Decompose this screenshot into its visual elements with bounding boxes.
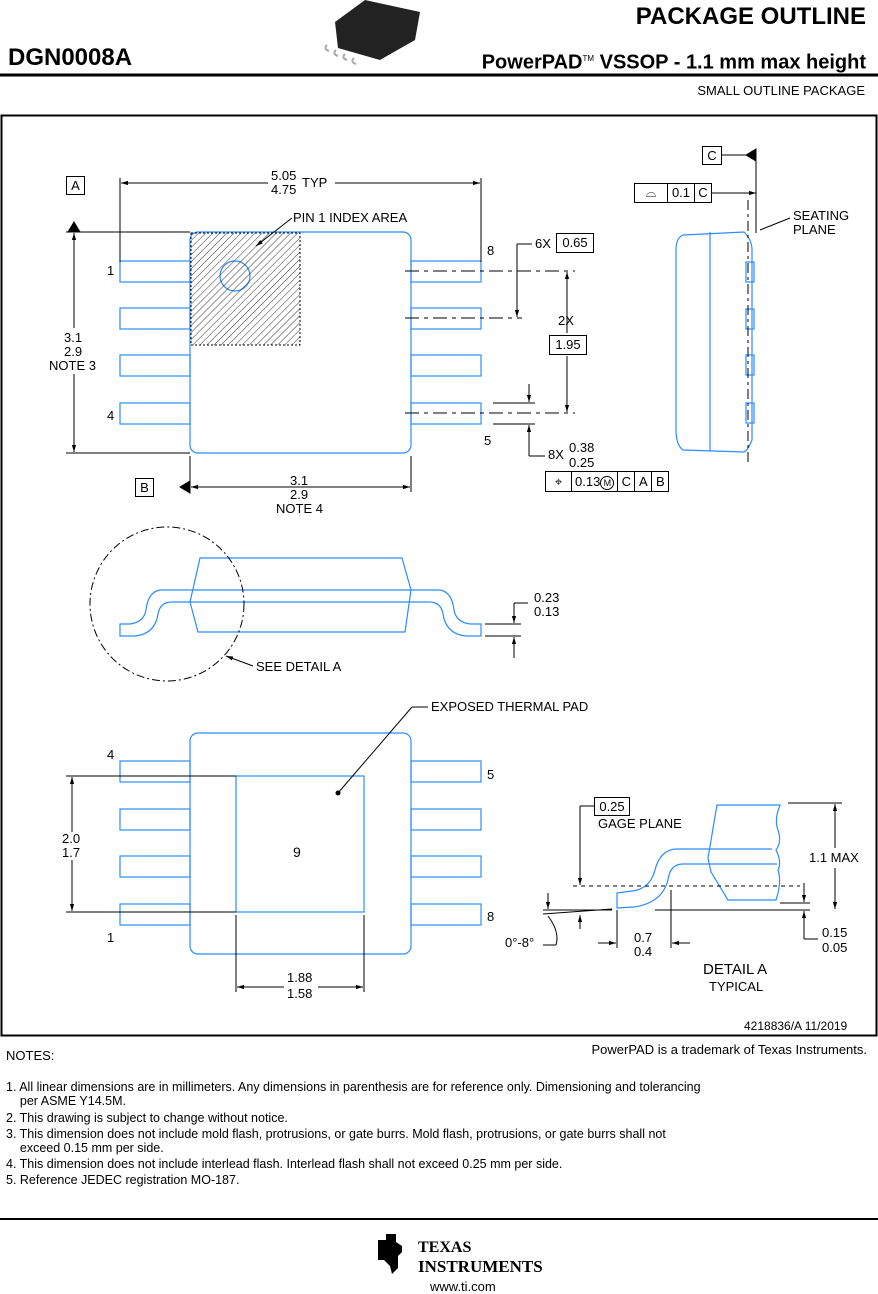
note-1b: per ASME Y14.5M. (6, 1094, 126, 1108)
flatness-frame: ⌓ 0.1 C (634, 183, 712, 203)
span-value: 1.95 (549, 335, 587, 355)
fcf-b: B (655, 474, 665, 489)
angle: 0°-8° (505, 935, 535, 950)
pad-number: 9 (293, 844, 301, 860)
drawing-number: 4218836/A 11/2019 (744, 1019, 848, 1033)
height-max: 1.1 MAX (809, 850, 859, 865)
side-view-outline (675, 231, 755, 453)
note-2: 2. This drawing is subject to change wit… (6, 1111, 288, 1125)
position-icon: ⌖ (546, 472, 572, 491)
logo-text-2: INSTRUMENTS (418, 1257, 543, 1276)
detail-a-outline (616, 804, 781, 909)
pin1-label: PIN 1 INDEX AREA (293, 210, 408, 225)
note-5: 5. Reference JEDEC registration MO-187. (6, 1173, 240, 1187)
detail-a-circle (89, 526, 245, 682)
ti-logo-icon (378, 1234, 402, 1274)
note-1: 1. All linear dimensions are in millimet… (6, 1080, 701, 1094)
datum-b: B (135, 478, 154, 497)
bottom-pin-4: 4 (107, 747, 115, 762)
datum-c: C (702, 146, 722, 165)
standoff-min: 0.05 (822, 940, 848, 955)
flatness-ref: C (698, 185, 708, 200)
standoff-max: 0.15 (822, 925, 848, 940)
foot-min: 0.4 (634, 944, 653, 959)
note-3: 3. This dimension does not include mold … (6, 1127, 666, 1141)
span-count: 2X (558, 313, 574, 328)
bottom-pin-5: 5 (487, 767, 495, 782)
package-3d-icon (324, 0, 420, 65)
logo-text-1: TEXAS (418, 1239, 472, 1256)
len-max: 3.1 (64, 330, 83, 345)
width-typ: TYP (302, 175, 328, 190)
foot-max: 0.7 (634, 930, 653, 945)
pad-h-min: 1.7 (62, 845, 81, 860)
fcf-a: A (635, 472, 653, 491)
body-note: NOTE 4 (276, 501, 323, 516)
tm: TM (582, 54, 595, 63)
thick-max: 0.23 (534, 590, 560, 605)
part-number: DGN0008A (8, 44, 133, 71)
package-subtitle: PowerPADTM VSSOP - 1.1 mm max height (482, 48, 866, 74)
gage-value: 0.25 (594, 797, 630, 816)
pad-label: EXPOSED THERMAL PAD (431, 699, 589, 714)
detail-subtitle: TYPICAL (709, 979, 764, 994)
trademark: PowerPAD is a trademark of Texas Instrum… (591, 1042, 867, 1057)
fcf-c: C (618, 472, 636, 491)
see-detail: SEE DETAIL A (256, 659, 342, 674)
thick-min: 0.13 (534, 604, 560, 619)
pin1-index-area (190, 232, 301, 346)
width-max: 5.05 (271, 168, 297, 183)
gage-label: GAGE PLANE (598, 816, 682, 831)
detail-title: DETAIL A (703, 961, 768, 978)
header-title: PACKAGE OUTLINE (635, 3, 866, 30)
pad-w-max: 1.88 (287, 970, 313, 985)
bottom-view-outline (119, 732, 482, 955)
bottom-pin-8: 8 (487, 909, 495, 924)
subtitle-rest: VSSOP - 1.1 mm max height (599, 51, 866, 74)
profile-surface-icon: ⌓ (635, 184, 668, 202)
seating-plane-2: PLANE (793, 222, 836, 237)
note-4: 4. This dimension does not include inter… (6, 1157, 563, 1171)
lead-count: 8X (548, 447, 564, 462)
profile-view-outline (119, 557, 482, 637)
width-min: 4.75 (271, 182, 297, 197)
brand: PowerPAD (481, 51, 583, 74)
flatness-value: 0.1 (668, 184, 695, 202)
pin-8: 8 (487, 243, 495, 258)
pitch-value: 0.65 (556, 233, 594, 253)
pitch-count: 6X (535, 236, 551, 251)
note-3b: exceed 0.15 mm per side. (6, 1141, 164, 1155)
bottom-pin-1: 1 (107, 930, 115, 945)
seating-plane-1: SEATING (793, 208, 850, 223)
package-type: SMALL OUTLINE PACKAGE (697, 83, 865, 98)
notes-heading: NOTES: (6, 1048, 55, 1063)
lead-w-max: 0.38 (569, 440, 595, 455)
pin-5: 5 (484, 433, 492, 448)
lead-w-min: 0.25 (569, 455, 595, 470)
pad-h-max: 2.0 (62, 831, 81, 846)
len-note: NOTE 3 (49, 358, 96, 373)
body-min: 2.9 (290, 487, 309, 502)
mmc-icon: M (600, 476, 615, 490)
len-min: 2.9 (64, 344, 83, 359)
datum-a: A (66, 176, 85, 195)
body-max: 3.1 (290, 473, 309, 488)
drawing-frame (0, 114, 878, 1037)
website-link[interactable]: www.ti.com (430, 1279, 496, 1294)
pin-4: 4 (107, 408, 115, 423)
pin-1: 1 (107, 263, 115, 278)
pad-w-min: 1.58 (287, 986, 313, 1001)
